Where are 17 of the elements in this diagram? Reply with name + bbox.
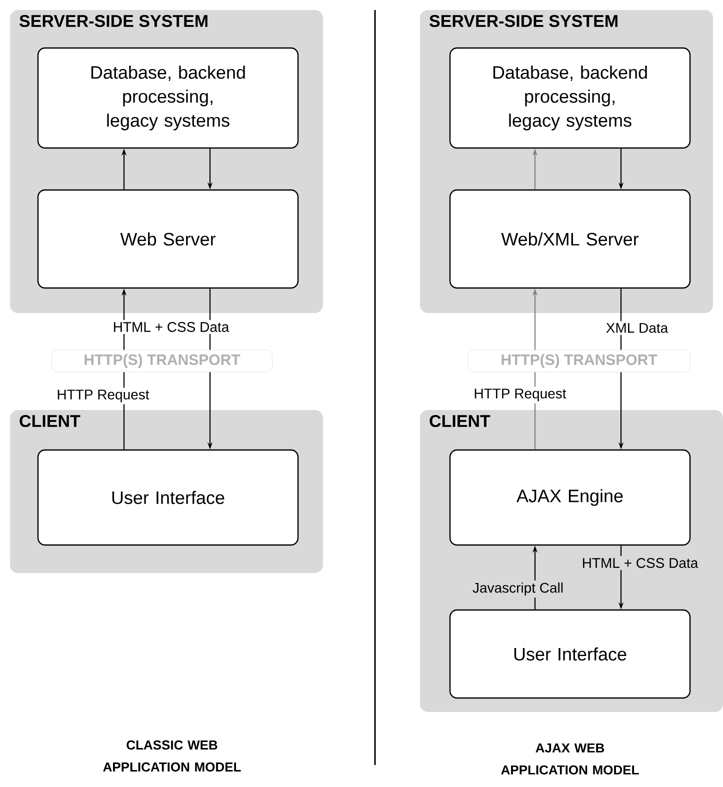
process-box: User Interface — [37, 449, 299, 546]
edge-label: Javascript Call — [470, 580, 566, 598]
process-box: Web/XML Server — [449, 189, 691, 289]
process-box: Database, backend processing, legacy systems — [37, 47, 299, 149]
edge-label: HTTP Request — [54, 388, 152, 404]
edge-label: XML Data — [604, 321, 670, 335]
process-box: AJAX Engine — [449, 449, 691, 546]
edge-label: HTML + CSS Data — [110, 320, 232, 334]
transport-band: HTTP(S) TRANSPORT — [468, 350, 690, 372]
edge-label: HTTP Request — [472, 386, 568, 404]
caption: AJAX WEB APPLICATION MODEL — [501, 743, 639, 775]
edge-label: HTML + CSS Data — [580, 556, 700, 570]
caption: CLASSIC WEB APPLICATION MODEL — [103, 740, 241, 772]
process-box: User Interface — [449, 609, 691, 699]
process-box: Database, backend processing, legacy systems — [449, 47, 691, 149]
transport-band: HTTP(S) TRANSPORT — [51, 350, 273, 372]
process-box: Web Server — [37, 189, 299, 289]
